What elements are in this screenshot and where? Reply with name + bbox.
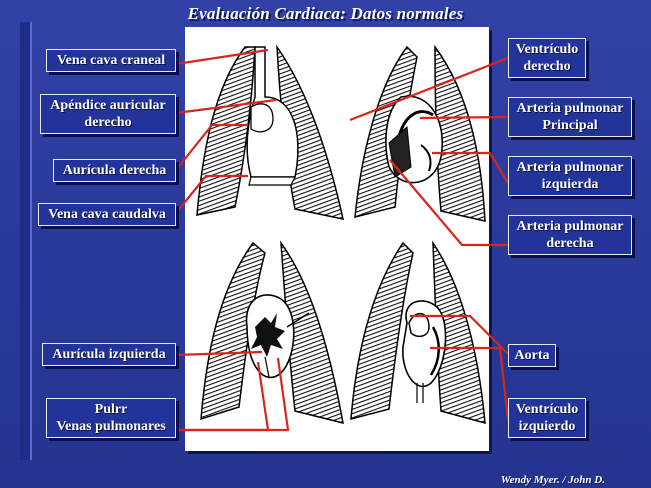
label-text-line1: Arteria pulmonar <box>513 100 627 117</box>
label-text: Aorta <box>515 348 550 363</box>
label-text-line2: izquierdo <box>513 418 581 435</box>
label-vena-cava-caudal: Vena cava caudalva <box>38 203 176 226</box>
label-auricula-izquierda: Aurícula izquierda <box>42 343 176 366</box>
label-text: Vena cava caudalva <box>48 207 166 222</box>
label-aorta: Aorta <box>508 344 556 367</box>
label-arteria-pulmonar-derecha: Arteria pulmonar derecha <box>508 215 632 255</box>
label-venas-pulmonares: Pulrr Venas pulmonares <box>46 398 176 438</box>
label-text-line2: Venas pulmonares <box>51 418 171 435</box>
label-text-line1: Arteria pulmonar <box>513 159 627 176</box>
label-text-line1: Ventrículo <box>513 41 581 58</box>
label-text-line2: derecha <box>513 235 627 252</box>
label-auricula-derecha: Aurícula derecha <box>53 159 176 182</box>
label-vena-cava-craneal: Vena cava craneal <box>46 49 176 72</box>
label-text: Vena cava craneal <box>57 53 165 68</box>
label-apendice-auricular: Apéndice auricular derecho <box>40 94 176 134</box>
label-text-line2: derecho <box>513 58 581 75</box>
label-text-line2: izquierda <box>513 176 627 193</box>
label-text-line1: Pulrr <box>51 401 171 418</box>
label-text-line1: Ventrículo <box>513 401 581 418</box>
label-ventriculo-izquierdo: Ventrículo izquierdo <box>508 398 586 438</box>
label-text: Aurícula derecha <box>63 163 167 178</box>
label-text-line1: Apéndice auricular <box>45 97 171 114</box>
label-arteria-pulmonar-izquierda: Arteria pulmonar izquierda <box>508 156 632 196</box>
label-text-line2: derecho <box>45 114 171 131</box>
label-ventriculo-derecho: Ventrículo derecho <box>508 38 586 78</box>
label-arteria-pulmonar-principal: Arteria pulmonar Principal <box>508 97 632 137</box>
label-text-line2: Principal <box>513 117 627 134</box>
author-credit: Wendy Myer. / John D. <box>501 474 605 486</box>
label-text: Aurícula izquierda <box>52 347 165 362</box>
label-text-line1: Arteria pulmonar <box>513 218 627 235</box>
